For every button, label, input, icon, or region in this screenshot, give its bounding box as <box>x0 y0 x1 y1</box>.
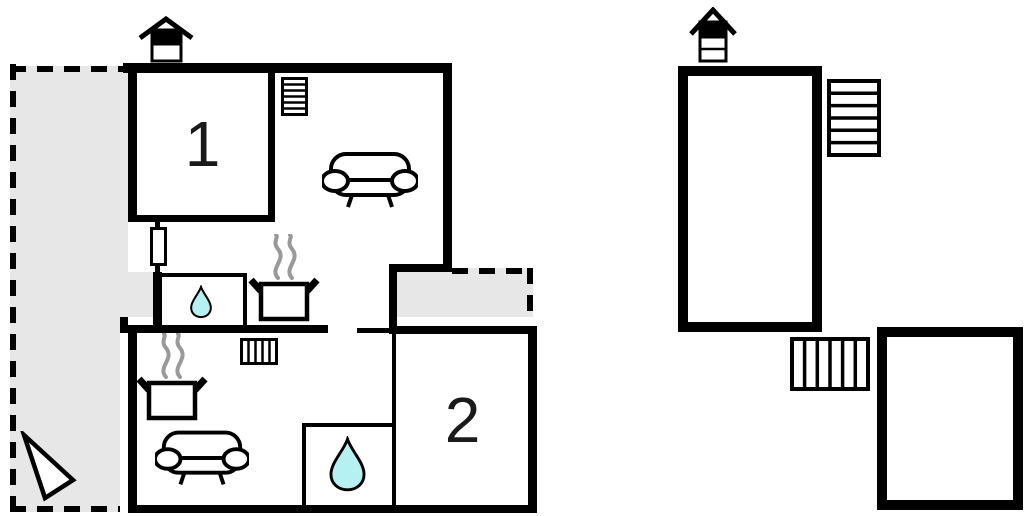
door-icon <box>150 227 167 266</box>
room1-label: 1 <box>184 108 221 180</box>
radiator-icon <box>281 77 308 116</box>
stove-icon <box>136 333 208 421</box>
room1-right-wall <box>268 73 275 215</box>
chimney-icon <box>138 16 194 63</box>
interior-wall <box>120 325 328 333</box>
stove-icon <box>248 234 320 322</box>
wall-right-lower <box>528 326 537 513</box>
sofa-icon <box>155 430 249 486</box>
sofa-icon <box>322 152 418 208</box>
mid-vertical-wall <box>389 264 397 334</box>
wall-bottom <box>128 505 537 513</box>
wall-left-lower <box>128 328 137 512</box>
upper-bottom-wall <box>390 264 452 272</box>
water-drop-icon <box>190 285 212 319</box>
room2-label: 2 <box>444 384 481 456</box>
chimney-icon <box>689 7 737 63</box>
bathroom1-right-wall <box>243 277 247 333</box>
room1-bottom-wall <box>128 215 275 222</box>
upper-floor-room <box>678 66 822 332</box>
bathroom1-top-wall <box>162 273 247 277</box>
bathroom2-top-wall <box>302 423 392 427</box>
bathroom1-left-wall <box>153 272 162 333</box>
north-arrow-icon <box>20 431 77 502</box>
room2-left-wall <box>392 334 396 507</box>
radiator-icon <box>240 338 278 365</box>
bathroom2-left-wall <box>302 427 306 505</box>
radiator-icon <box>790 337 870 391</box>
annex-room <box>877 327 1023 510</box>
interior-wall-2 <box>357 328 392 333</box>
wall-left-upper <box>128 63 137 222</box>
stairs-icon <box>827 79 881 157</box>
room2-top-wall <box>389 326 533 334</box>
wall-right-upper <box>443 63 452 272</box>
water-drop-icon <box>329 436 366 492</box>
wall-top <box>123 63 452 73</box>
